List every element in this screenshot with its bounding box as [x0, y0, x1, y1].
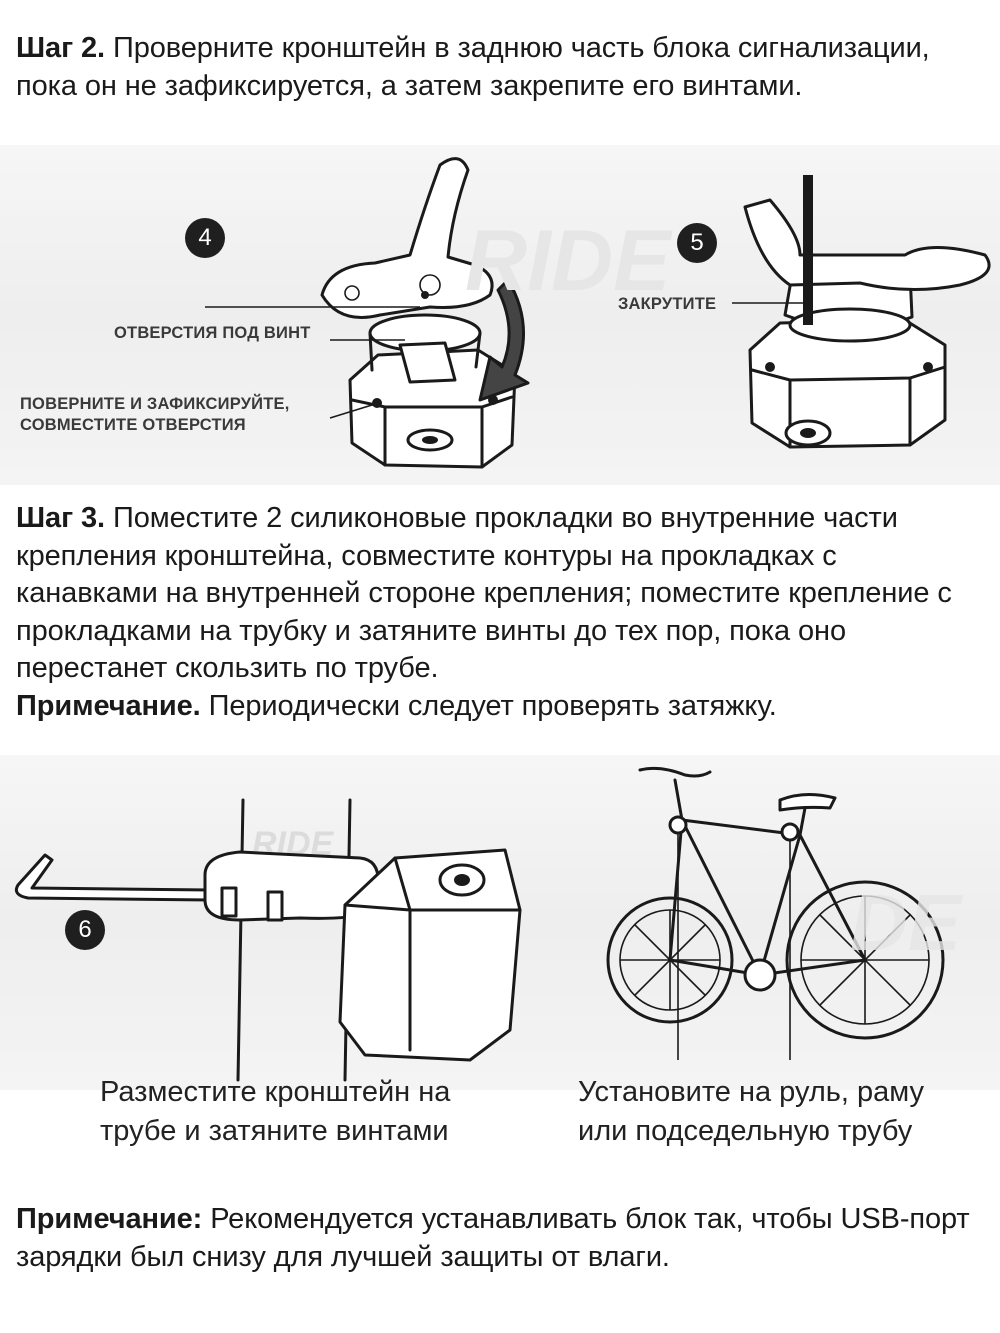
- step3-paragraph: Шаг 3. Поместите 2 силиконовые прокладки…: [16, 500, 980, 725]
- step2-label: Шаг 2.: [16, 32, 105, 64]
- svg-text:RIDE: RIDE: [465, 213, 673, 309]
- step-number-4-badge: 4: [185, 218, 225, 258]
- rotate-callout-line1: ПОВЕРНИТЕ И ЗАФИКСИРУЙТЕ,: [20, 395, 290, 413]
- holes-callout: ОТВЕРСТИЯ ПОД ВИНТ: [114, 324, 311, 342]
- step2-paragraph: Шаг 2. Проверните кронштейн в заднюю час…: [16, 30, 980, 105]
- rotate-callout-line2: СОВМЕСТИТЕ ОТВЕРСТИЯ: [20, 416, 246, 434]
- bottom-note-label: Примечание:: [16, 1203, 203, 1235]
- step-number-6-badge: 6: [65, 910, 105, 950]
- caption-left-line1: Разместите кронштейн на: [100, 1076, 451, 1108]
- step3-label: Шаг 3.: [16, 502, 105, 534]
- bicycle-illustration: DE: [606, 766, 964, 1060]
- tighten-callout: ЗАКРУТИТЕ: [618, 295, 717, 313]
- caption-right-line1: Установите на руль, раму: [578, 1076, 924, 1108]
- step2-text: Проверните кронштейн в заднюю часть блок…: [16, 32, 930, 102]
- step3-text: Поместите 2 силиконовые прокладки во вну…: [16, 502, 952, 684]
- svg-text:DE: DE: [850, 878, 964, 967]
- caption-right-line2: или подседельную трубу: [578, 1115, 913, 1147]
- bottom-note-paragraph: Примечание: Рекомендуется устанавливать …: [16, 1201, 980, 1276]
- step-number-5-badge: 5: [677, 223, 717, 263]
- tube-mount-illustration: RIDE: [14, 798, 522, 1082]
- bottom-note-text: Рекомендуется устанавливать блок так, чт…: [16, 1203, 970, 1273]
- caption-left-line2: трубе и затяните винтами: [100, 1115, 449, 1147]
- bracket-rotate-illustration: RIDE: [205, 157, 991, 469]
- step3-note-text: Периодически следует проверять затяжку.: [200, 689, 777, 722]
- step3-note-label: Примечание.: [16, 689, 201, 722]
